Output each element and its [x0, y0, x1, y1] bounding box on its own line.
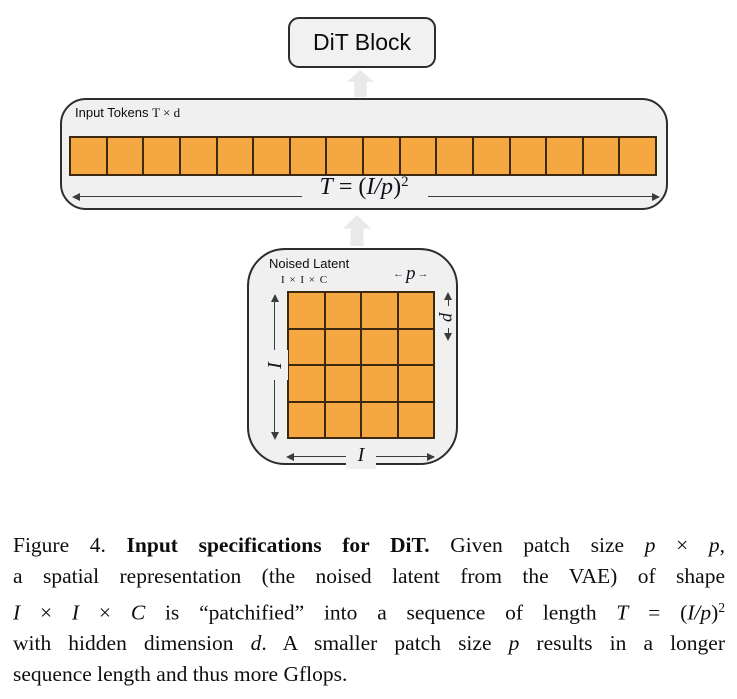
caption-line: Figure 4. Input specifications for DiT. …: [13, 533, 725, 557]
latent-height-label: I: [262, 350, 288, 380]
latent-patch-cell: [362, 329, 397, 364]
patch-width-dimension: ← p →: [393, 263, 429, 285]
sequence-length-arrow: [76, 196, 302, 198]
caption-line: with hidden dimension d. A smaller patch…: [13, 631, 726, 656]
token-patch: [327, 138, 362, 174]
latent-patch-grid: [287, 291, 435, 439]
latent-width-label: I: [346, 442, 376, 469]
token-patch: [547, 138, 582, 174]
token-patch: [583, 138, 619, 174]
dit-block-label: DiT Block: [313, 29, 411, 55]
latent-patch-cell: [289, 293, 324, 328]
token-patch: [254, 138, 289, 174]
arrow-right-head-icon: [652, 192, 660, 201]
latent-patch-cell: [289, 329, 324, 364]
arrow-up-head-icon: [444, 292, 452, 300]
sequence-length-arrow: [428, 196, 656, 198]
token-patch: [510, 138, 546, 174]
arrow-down-head-icon: [444, 333, 452, 341]
latent-patch-cell: [325, 366, 360, 401]
latent-patch-cell: [398, 366, 433, 401]
latent-patch-cell: [398, 329, 433, 364]
noised-latent-panel: Noised Latent I × I × C ← p → I p I: [247, 248, 459, 469]
arrow-left-icon: ←: [393, 268, 404, 280]
arrow-right-head-icon: [427, 452, 435, 461]
flow-up-arrow-icon: [347, 70, 374, 97]
token-patch: [364, 138, 399, 174]
token-patch: [180, 138, 216, 174]
token-patch: [107, 138, 143, 174]
input-tokens-label: Input Tokens T × d: [75, 105, 181, 120]
caption-line: a spatial representation (the noised lat…: [13, 564, 725, 588]
latent-patch-cell: [362, 293, 397, 328]
caption-line: I × I × C is “patchified” into a sequenc…: [13, 600, 725, 625]
latent-patch-cell: [325, 329, 360, 364]
latent-patch-cell: [362, 366, 397, 401]
token-patch: [437, 138, 472, 174]
token-patch: [620, 138, 655, 174]
patch-size-label: p: [406, 263, 416, 284]
arrow-left-head-icon: [72, 192, 80, 201]
arrow-left-head-icon: [286, 452, 294, 461]
latent-patch-cell: [289, 366, 324, 401]
latent-patch-cell: [362, 402, 397, 437]
token-patch: [473, 138, 509, 174]
token-patch: [71, 138, 106, 174]
token-patch: [217, 138, 253, 174]
figure-caption: Figure 4. Input specifications for DiT. …: [13, 530, 725, 690]
patch-height-arrow: [447, 328, 449, 334]
caption-line: sequence length and thus more Gflops.: [13, 662, 348, 687]
arrow-right-icon: →: [417, 268, 429, 280]
token-patch: [290, 138, 326, 174]
latent-shape-label: I × I × C: [281, 274, 329, 286]
latent-patch-cell: [398, 293, 433, 328]
input-tokens-panel: Input Tokens T × d T = (I/p)2: [60, 98, 668, 210]
latent-patch-cell: [398, 402, 433, 437]
latent-patch-cell: [325, 293, 360, 328]
dit-block-box: DiT Block: [288, 17, 436, 68]
sequence-length-formula: T = (I/p)2: [319, 174, 409, 201]
patch-height-label: p: [438, 312, 459, 322]
token-patch: [144, 138, 179, 174]
latent-patch-cell: [325, 402, 360, 437]
latent-patch-cell: [289, 402, 324, 437]
arrow-up-head-icon: [270, 294, 279, 302]
token-patch: [400, 138, 436, 174]
noised-latent-title: Noised Latent: [269, 256, 350, 271]
token-sequence: [69, 136, 657, 176]
flow-up-arrow-icon: [343, 215, 371, 246]
arrow-down-head-icon: [270, 432, 279, 440]
patch-height-arrow: [447, 300, 449, 306]
